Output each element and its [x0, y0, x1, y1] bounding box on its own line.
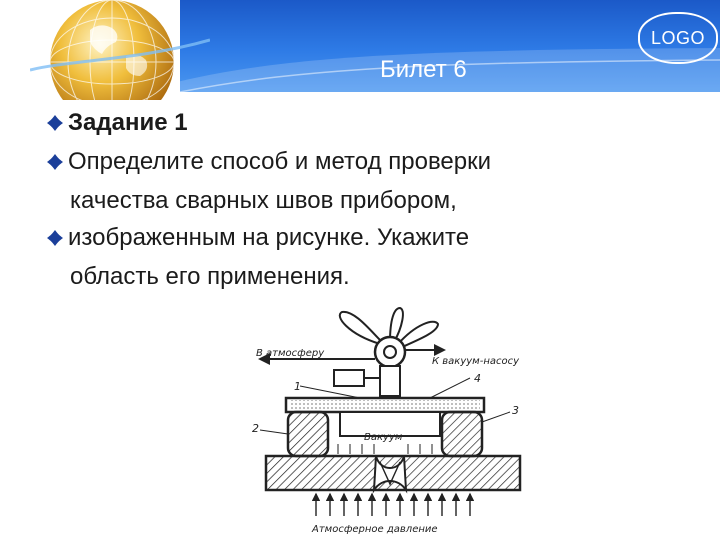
bullet-item: Задание 1 [46, 104, 686, 143]
bullet-continuation: область его применения. [70, 263, 350, 290]
diamond-bullet-icon [46, 219, 68, 258]
header-bar [180, 0, 720, 92]
rubber-seal-left [286, 410, 330, 458]
globe-image [30, 0, 210, 100]
bullet-continuation: качества сварных швов прибором, [70, 187, 457, 214]
bullet-text: Задание 1 [68, 109, 188, 136]
gauge [333, 369, 365, 387]
diamond-bullet-icon [46, 143, 68, 182]
label-atmospheric-pressure: Атмосферное давление [311, 524, 438, 535]
diamond-bullet-icon [46, 104, 68, 143]
bullet-text: изображенным на рисунке. Укажите [68, 224, 470, 251]
rubber-seal-right [440, 410, 484, 458]
label-1: 1 [294, 380, 301, 393]
label-to-vacuum-pump: К вакуум-насосу [432, 356, 520, 367]
label-to-atmosphere: В атмосферу [256, 348, 325, 359]
logo-badge: LOGO [638, 12, 718, 64]
vacuum-chamber-diagram: В атмосферу К вакуум-насосу 1 4 2 3 Ваку… [252, 306, 522, 535]
label-2: 2 [252, 422, 259, 435]
slide-title: Билет 6 [380, 56, 467, 83]
bullet-item: изображенным на рисунке. Укажите [46, 219, 686, 258]
bullet-item: Определите способ и метод проверки [46, 143, 686, 182]
bullet-list: Задание 1 Определите способ и метод пров… [46, 104, 686, 295]
label-vacuum: Вакуум [364, 432, 403, 443]
valve-handle [338, 306, 440, 350]
label-3: 3 [512, 404, 519, 417]
weld-seam [372, 455, 408, 494]
label-4: 4 [474, 372, 481, 385]
header-swoosh [140, 48, 720, 92]
bullet-text: Определите способ и метод проверки [68, 148, 492, 175]
